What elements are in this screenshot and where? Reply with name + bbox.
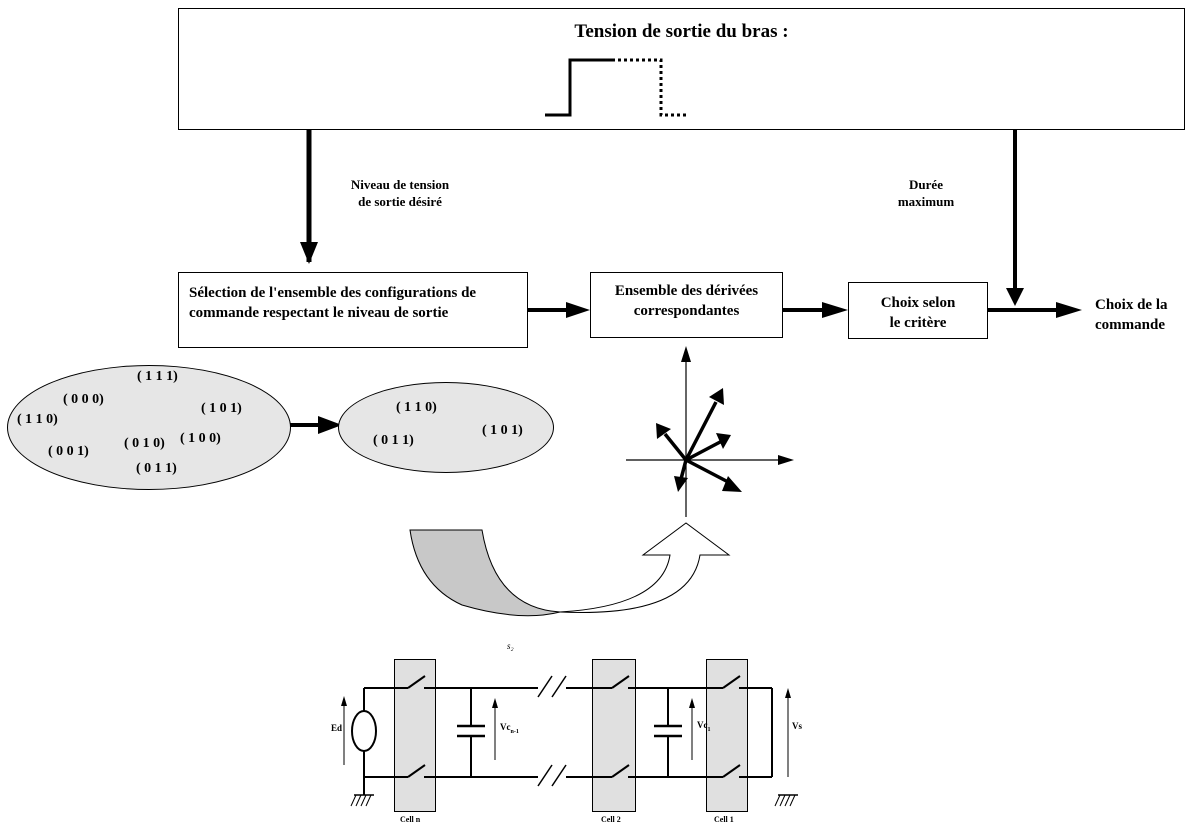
- cell-n-label: Cell n: [400, 815, 421, 824]
- config-001: ( 0 0 1): [48, 444, 89, 459]
- output-voltage-title: Tension de sortie du bras :: [574, 21, 789, 42]
- derivative-vectors: [626, 346, 794, 517]
- transform-arrow: [409, 522, 731, 617]
- selected-configurations-ellipse: [338, 382, 554, 473]
- cell-1-block: [706, 659, 748, 812]
- config-111: ( 1 1 1): [137, 369, 178, 384]
- waveform-icon: [545, 58, 688, 117]
- config-101: ( 1 0 1): [201, 401, 242, 416]
- selected-config-101: ( 1 0 1): [482, 423, 523, 438]
- s2-label: s₂: [507, 641, 514, 651]
- selection-box: Sélection de l'ensemble des configuratio…: [178, 272, 528, 348]
- label-output: Choix de la commande: [1095, 297, 1168, 333]
- selected-config-011: ( 0 1 1): [373, 433, 414, 448]
- config-110: ( 1 1 0): [17, 412, 58, 427]
- cell-1-label: Cell 1: [714, 815, 734, 824]
- choice-box: Choix selon le critère: [848, 282, 988, 339]
- config-100: ( 1 0 0): [180, 431, 221, 446]
- config-000: ( 0 0 0): [63, 392, 104, 407]
- source-label: Ed: [331, 723, 343, 733]
- cell-2-block: [592, 659, 636, 812]
- selected-config-110: ( 1 1 0): [396, 400, 437, 415]
- config-010: ( 0 1 0): [124, 436, 165, 451]
- output-voltage-box: Tension de sortie du bras :: [178, 8, 1185, 130]
- derivatives-box: Ensemble des dérivées correspondantes: [590, 272, 783, 338]
- vc-1-label: Vc1: [697, 720, 711, 733]
- vc-n1-label: Vcn-1: [500, 722, 519, 735]
- label-desired-level: Niveau de tension de sortie désiré: [350, 177, 450, 209]
- label-max-duration: Durée maximum: [897, 177, 955, 209]
- cell-2-label: Cell 2: [601, 815, 621, 824]
- all-configurations-ellipse: [7, 365, 291, 490]
- vs-label: Vs: [792, 721, 803, 731]
- config-011: ( 0 1 1): [136, 461, 177, 476]
- cell-n-block: [394, 659, 436, 812]
